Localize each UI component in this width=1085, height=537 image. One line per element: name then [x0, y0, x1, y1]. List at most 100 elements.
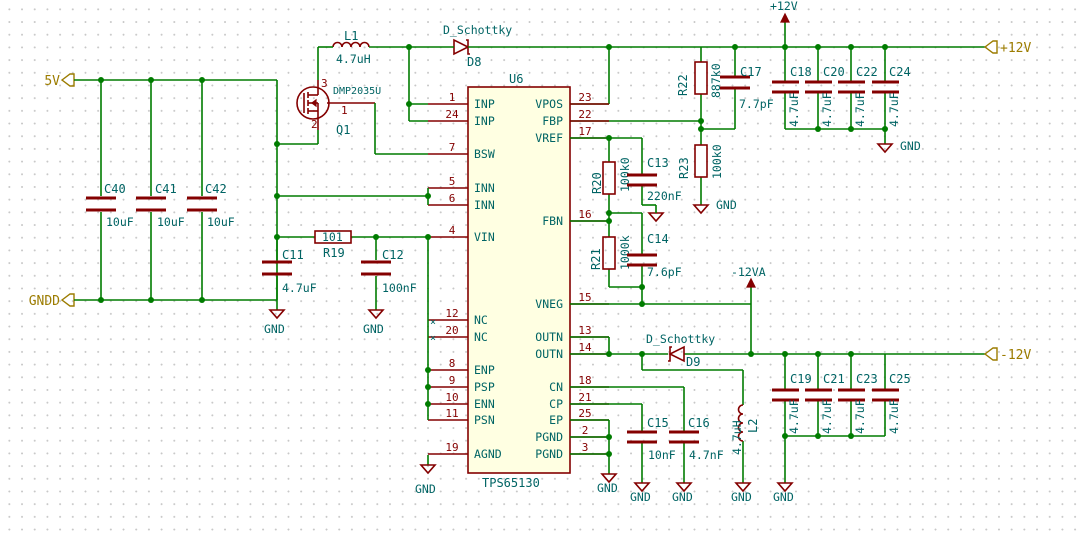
svg-text:R22: R22 — [676, 74, 690, 96]
svg-text:×: × — [430, 317, 436, 328]
svg-text:GND: GND — [630, 490, 651, 504]
svg-text:GND: GND — [716, 198, 737, 212]
pin-name: VPOS — [535, 97, 563, 111]
svg-text:GND: GND — [731, 490, 752, 504]
pin-number: 7 — [449, 141, 456, 154]
capacitor-c14: C14 7.6pF — [627, 232, 682, 279]
svg-text:L1: L1 — [344, 29, 358, 43]
net-label-out-m12: -12V — [983, 347, 1031, 363]
resistor-r21: R21 1000k — [589, 235, 632, 270]
resistor-r19: 101 R19 — [314, 230, 352, 260]
svg-text:C12: C12 — [382, 248, 404, 262]
capacitor-c15: C15 10nF — [627, 416, 676, 462]
pin-name: CP — [549, 397, 563, 411]
ic-u6: U6 TPS65130 — [467, 72, 571, 490]
inductor-l1: L1 4.7uH — [332, 29, 371, 66]
mosfet-q1: 3 2 1 DMP2035U Q1 — [296, 77, 381, 137]
outn-wires — [570, 336, 985, 483]
capacitor-c20: C20 4.7uF — [805, 65, 845, 127]
pin-name: VNEG — [535, 297, 563, 311]
gnd-pgnd: GND — [597, 473, 618, 495]
pin-name: INN — [474, 198, 495, 212]
pin-number: 2 — [582, 424, 589, 437]
pin-name: OUTN — [535, 347, 563, 361]
svg-text:GND: GND — [264, 322, 285, 336]
resistor-r23: R23 100k0 — [677, 144, 724, 179]
gnd-c11: GND — [264, 309, 286, 336]
svg-text:4.7uF: 4.7uF — [887, 92, 901, 127]
capacitor-c21: C21 4.7uF — [805, 372, 845, 434]
capacitor-c16: C16 4.7nF — [669, 416, 724, 462]
gnd-agnd: GND — [415, 464, 437, 496]
svg-text:4.7uF: 4.7uF — [282, 281, 317, 295]
svg-text:C13: C13 — [647, 156, 669, 170]
svg-text:101: 101 — [322, 230, 343, 244]
pin-number: 8 — [449, 357, 456, 370]
pin-name: EP — [549, 413, 563, 427]
capacitor-c23: C23 4.7uF — [838, 372, 878, 434]
svg-text:100nF: 100nF — [382, 281, 417, 295]
pin-name: PSN — [474, 413, 495, 427]
input-wires — [74, 77, 428, 310]
svg-text:C25: C25 — [889, 372, 911, 386]
svg-text:220nF: 220nF — [647, 189, 682, 203]
pin-number: 20 — [445, 324, 458, 337]
svg-text:4.7uF: 4.7uF — [820, 92, 834, 127]
ic-pin-left-4: 4 VIN — [428, 224, 495, 244]
svg-text:4.7nF: 4.7nF — [689, 448, 724, 462]
pin-name: PGND — [535, 430, 563, 444]
pin-name: PGND — [535, 447, 563, 461]
svg-text:C18: C18 — [790, 65, 812, 79]
svg-text:TPS65130: TPS65130 — [482, 476, 540, 490]
svg-text:R23: R23 — [677, 157, 691, 179]
pin-number: 1 — [449, 91, 456, 104]
diode-d9: D_Schottky D9 — [646, 332, 715, 369]
pin-number: 15 — [578, 291, 591, 304]
gnd-c12: GND — [363, 309, 385, 336]
svg-text:GND: GND — [672, 490, 693, 504]
svg-text:Q1: Q1 — [336, 123, 350, 137]
pwr-m12va: -12VA — [731, 265, 766, 288]
diode-d8: D_Schottky D8 — [443, 23, 512, 69]
pin-name: INN — [474, 181, 495, 195]
svg-text:3: 3 — [321, 77, 328, 90]
pin-number: 23 — [578, 91, 591, 104]
svg-text:C20: C20 — [823, 65, 845, 79]
svg-text:DMP2035U: DMP2035U — [333, 86, 381, 97]
capacitor-c12: C12 100nF — [361, 248, 417, 295]
svg-text:4.7uF: 4.7uF — [853, 399, 867, 434]
svg-text:1000k: 1000k — [618, 235, 632, 270]
svg-text:R19: R19 — [323, 246, 345, 260]
capacitor-c22: C22 4.7uF — [838, 65, 878, 127]
capacitor-c24: C24 4.7uF — [872, 65, 911, 127]
pin-number: 12 — [445, 307, 458, 320]
cn-cp-wires — [570, 386, 685, 483]
capacitor-c11: C11 4.7uF — [262, 248, 317, 295]
pin-name: AGND — [474, 447, 502, 461]
svg-text:1: 1 — [341, 104, 348, 117]
pin-number: 14 — [578, 341, 592, 354]
capacitor-c17: C17 7.7pF — [720, 65, 774, 111]
pin-number: 4 — [449, 224, 456, 237]
svg-text:-12VA: -12VA — [731, 265, 766, 279]
svg-text:C22: C22 — [856, 65, 878, 79]
pin-number: 13 — [578, 324, 591, 337]
svg-text:C24: C24 — [889, 65, 911, 79]
pin-name: CN — [549, 380, 563, 394]
pin-number: 25 — [578, 407, 591, 420]
svg-text:GND: GND — [415, 482, 436, 496]
pin-name: VIN — [474, 230, 495, 244]
svg-text:C14: C14 — [647, 232, 669, 246]
svg-text:4.7uF: 4.7uF — [787, 92, 801, 127]
pin-name: FBN — [542, 214, 563, 228]
svg-text:+12V: +12V — [770, 0, 798, 13]
gnd-c13 — [647, 205, 665, 223]
